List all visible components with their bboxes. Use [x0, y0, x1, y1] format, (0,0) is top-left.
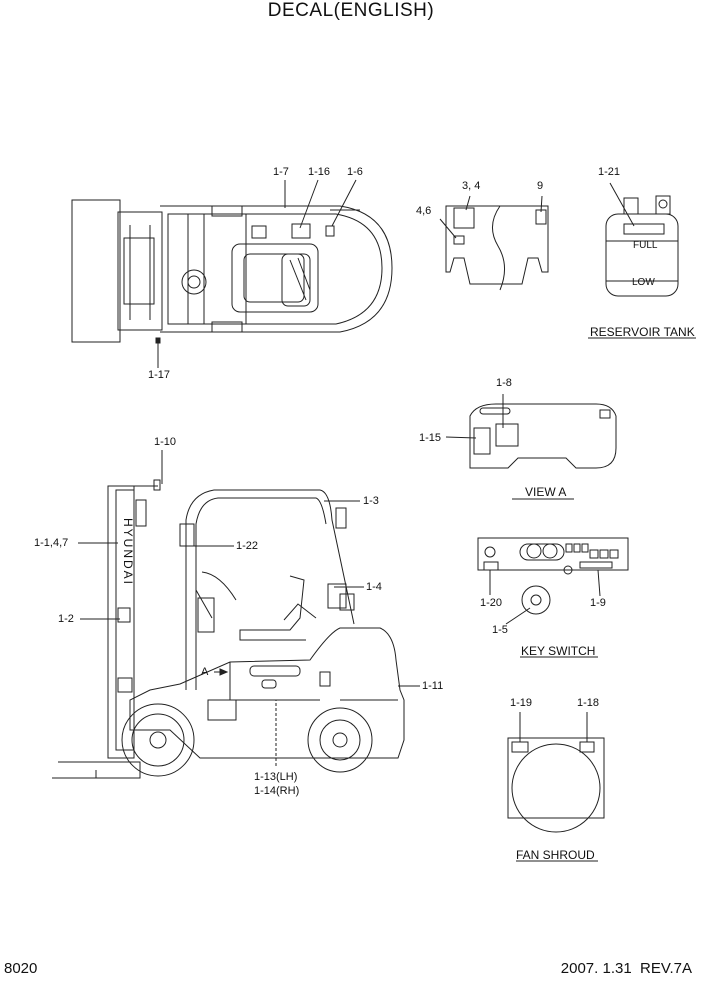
view-a-caption: VIEW A [525, 485, 567, 499]
fan-shroud-drawing [507, 712, 605, 862]
key-switch-drawing [477, 537, 629, 658]
callout-1-18: 1-18 [577, 697, 600, 709]
callout-1-15: 1-15 [419, 432, 442, 444]
callout-1-20: 1-20 [480, 597, 503, 609]
callout-1-8: 1-8 [496, 377, 512, 389]
callout-1-5: 1-5 [492, 624, 508, 636]
callout-1-14-rh: 1-14(RH) [254, 785, 300, 797]
callout-1-6: 1-6 [347, 166, 363, 178]
callout-1-4: 1-4 [366, 581, 382, 593]
callout-1-3: 1-3 [363, 495, 379, 507]
page-title: DECAL(ENGLISH) [267, 0, 435, 21]
reservoir-tank-drawing [588, 182, 696, 339]
callout-1-1-4-7: 1-1,4,7 [34, 537, 69, 549]
callout-1-17: 1-17 [148, 369, 171, 381]
fan-shroud-caption: FAN SHROUD [516, 848, 595, 862]
view-a-drawing [445, 394, 617, 500]
mast-brand-text: HYUNDAI [121, 517, 136, 587]
callout-1-9: 1-9 [590, 597, 606, 609]
full-mark: FULL [633, 240, 658, 251]
callout-1-19: 1-19 [510, 697, 533, 709]
callout-1-7: 1-7 [273, 166, 289, 178]
callout-3-4: 3, 4 [462, 180, 481, 192]
callout-1-21: 1-21 [598, 166, 621, 178]
top-view-drawing [71, 179, 393, 368]
key-switch-caption: KEY SWITCH [521, 644, 596, 658]
date-revision: 2007. 1.31 REV.7A [560, 960, 692, 977]
callout-4-6: 4,6 [416, 205, 432, 217]
view-a-marker: A [201, 666, 209, 678]
callout-1-22: 1-22 [236, 540, 259, 552]
panel-drawing [439, 195, 549, 291]
low-mark: LOW [632, 277, 655, 288]
callout-1-10: 1-10 [154, 436, 177, 448]
reservoir-tank-caption: RESERVOIR TANK [590, 325, 695, 339]
callout-9: 9 [537, 180, 544, 192]
callout-1-13-lh: 1-13(LH) [254, 771, 298, 783]
callout-1-16: 1-16 [308, 166, 331, 178]
callout-1-2: 1-2 [58, 613, 74, 625]
side-view-drawing [52, 450, 420, 779]
callout-1-11: 1-11 [422, 680, 444, 692]
page-number: 8020 [4, 960, 38, 977]
